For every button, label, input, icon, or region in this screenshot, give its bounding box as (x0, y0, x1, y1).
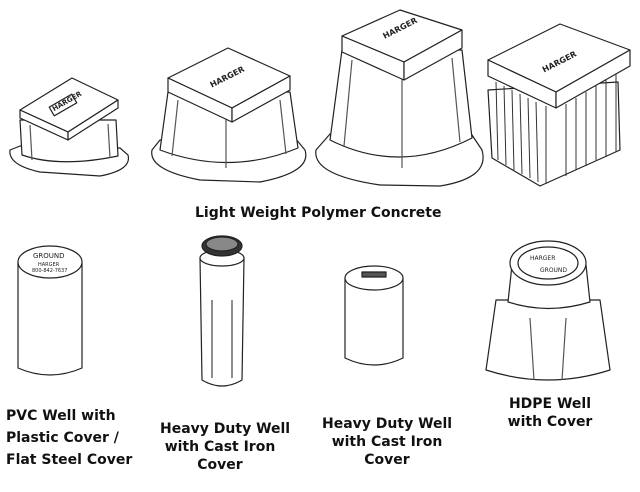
pvc-label-line-3: Flat Steel Cover (6, 452, 133, 468)
pvc-label-line-2: Plastic Cover / (6, 430, 119, 446)
polymer-concrete-label: Light Weight Polymer Concrete (195, 205, 442, 221)
pvc-ground-text: GROUND (33, 252, 65, 260)
hdpe-label-line-1: HDPE Well (508, 396, 592, 412)
pvc-well: GROUND HARGER 800-842-7637 (17, 245, 83, 376)
hdpe-ground-text: GROUND (540, 267, 567, 274)
heavy-duty-well-short (344, 265, 404, 366)
heavy-duty-well-tall (199, 235, 245, 387)
heavy-duty-well-label-1: Heavy Duty Well with Cast Iron Cover (160, 420, 291, 474)
ribbed-polymer-box: HARGER (487, 23, 631, 187)
hdpe-label-line-2: with Cover (507, 414, 593, 430)
medium-polymer-box: HARGER (151, 47, 307, 183)
pvc-brand-text: HARGER (38, 262, 60, 268)
hd2-label-line-1: Heavy Duty Well (322, 416, 453, 432)
hd1-label-line-2: with Cast Iron (164, 439, 276, 455)
hd1-label-line-3: Cover (197, 457, 243, 473)
small-polymer-box: HARGER (9, 77, 130, 177)
hd2-label-line-2: with Cast Iron (331, 434, 443, 450)
pvc-well-label: PVC Well with Plastic Cover / Flat Steel… (6, 405, 146, 471)
large-polymer-box: HARGER (315, 9, 484, 187)
hd2-label-line-3: Cover (364, 452, 410, 468)
pvc-phone-text: 800-842-7637 (32, 268, 67, 274)
hdpe-brand-text: HARGER (530, 255, 555, 262)
hd1-label-line-1: Heavy Duty Well (160, 421, 291, 437)
pvc-label-line-1: PVC Well with (6, 408, 116, 424)
hdpe-well: HARGER GROUND (485, 240, 611, 381)
hdpe-well-label: HDPE Well with Cover (495, 395, 605, 431)
heavy-duty-well-label-2: Heavy Duty Well with Cast Iron Cover (322, 415, 452, 469)
